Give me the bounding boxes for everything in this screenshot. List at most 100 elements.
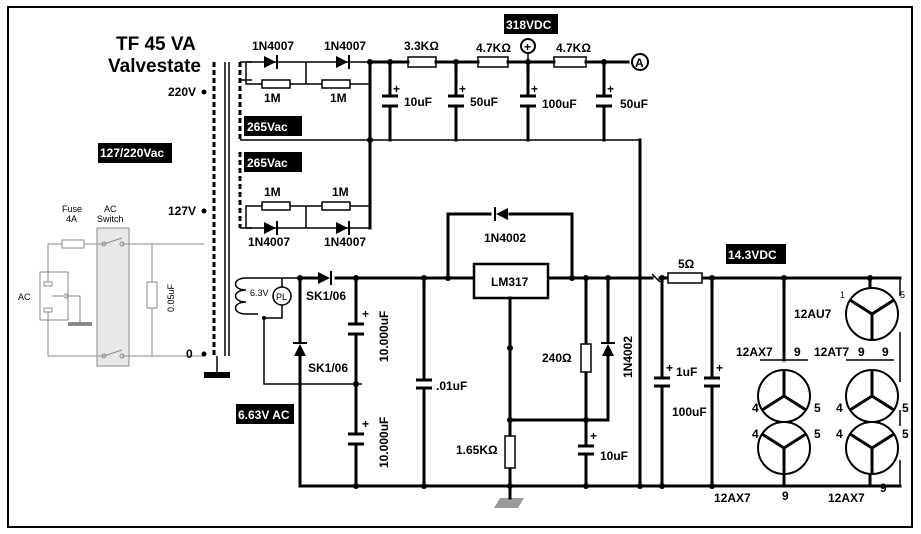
diode-d2 bbox=[336, 56, 348, 68]
resistor-1-65k bbox=[504, 435, 516, 469]
v663-badge bbox=[236, 404, 294, 424]
resistor-5-ohm bbox=[667, 272, 703, 284]
resistor-r1 bbox=[261, 79, 291, 89]
r5-label: 5Ω bbox=[678, 257, 695, 271]
hv-section: 1N4007 1N4007 1M 1M 1N4007 1N4007 1M 1M … bbox=[240, 14, 649, 488]
pin-label: 5 bbox=[902, 427, 909, 441]
pin-label: 4 bbox=[836, 401, 843, 415]
d3-label: 1N4007 bbox=[248, 235, 290, 249]
v318-badge bbox=[504, 14, 558, 34]
c-adj-plus: + bbox=[590, 429, 597, 443]
lv-c3-label: .01uF bbox=[436, 379, 467, 393]
tube-12au7 bbox=[845, 287, 899, 341]
pin-label: 4 bbox=[752, 401, 759, 415]
r1-label: 1M bbox=[264, 91, 281, 105]
v318-plus: + bbox=[524, 40, 531, 54]
v265b-label: 265Vac bbox=[247, 156, 288, 170]
v143-label: 14.3VDC bbox=[728, 248, 777, 262]
ground-symbol bbox=[68, 322, 92, 326]
r-adj-label: 240Ω bbox=[542, 351, 572, 365]
c-adj-label: 10uF bbox=[600, 449, 628, 463]
sk1-label: SK1/06 bbox=[306, 289, 346, 303]
tube1-label: 12AU7 bbox=[794, 307, 832, 321]
diode-d3 bbox=[264, 222, 276, 234]
c3-plus: + bbox=[531, 82, 538, 96]
c-out1-label: 1uF bbox=[676, 365, 697, 379]
pin-label: 5 bbox=[900, 290, 905, 300]
tube-12at7 bbox=[845, 369, 899, 423]
lv-section: 6.3V PL SK1/06 SK1/06 6.63V AC + + 10.00… bbox=[234, 207, 902, 508]
resistor-r3 bbox=[261, 201, 291, 211]
title-line1: TF 45 VA bbox=[116, 34, 196, 55]
diode-d4 bbox=[336, 222, 348, 234]
sk2-label: SK1/06 bbox=[308, 361, 348, 375]
mains-input-section: AC Fuse 4A AC Switch 0.05uF bbox=[18, 204, 204, 367]
lv-c2-label: 10.000uF bbox=[377, 417, 391, 468]
diode-d1 bbox=[264, 56, 276, 68]
r4-label: 1M bbox=[332, 185, 349, 199]
c-out1-plus: + bbox=[666, 361, 673, 375]
c2-plus: + bbox=[459, 82, 466, 96]
tube4-label: 12AX7 bbox=[714, 491, 751, 505]
lv-ground-symbol bbox=[494, 498, 524, 508]
r-set-label: 1.65KΩ bbox=[456, 443, 498, 457]
lm317-regulator bbox=[472, 262, 550, 300]
mains-cap bbox=[146, 281, 158, 309]
v143-badge bbox=[726, 244, 786, 264]
v127-220-badge bbox=[98, 143, 172, 163]
tube-12ax7-b bbox=[757, 421, 811, 475]
diode-side-1n4002 bbox=[602, 344, 614, 356]
output-a-node bbox=[631, 53, 649, 71]
c-out2-label: 100uF bbox=[672, 405, 707, 419]
pin-label: 5 bbox=[814, 401, 821, 415]
pin-label: 4 bbox=[752, 427, 759, 441]
resistor-rs3 bbox=[553, 56, 587, 68]
c4-plus: + bbox=[607, 82, 614, 96]
d1-label: 1N4007 bbox=[252, 39, 294, 53]
resistor-rs2 bbox=[477, 56, 509, 68]
rs3-label: 4.7KΩ bbox=[556, 41, 591, 55]
resistor-r4 bbox=[321, 201, 351, 211]
transformer: 220V 127V 0 bbox=[168, 62, 242, 378]
lv-c2-plus: + bbox=[362, 417, 369, 431]
tube-12ax7-c bbox=[845, 421, 899, 475]
resistor-r2 bbox=[321, 79, 351, 89]
c1-label: 10uF bbox=[404, 95, 432, 109]
d-side-label: 1N4002 bbox=[621, 336, 635, 378]
c1-plus: + bbox=[393, 82, 400, 96]
title-line2: Valvestate bbox=[108, 56, 201, 77]
pin-label: 9 bbox=[782, 489, 789, 503]
resistor-rs1 bbox=[407, 56, 437, 68]
r3-label: 1M bbox=[264, 185, 281, 199]
v663-label: 6.63V AC bbox=[238, 408, 290, 422]
d-top-label: 1N4002 bbox=[484, 231, 526, 245]
pin-label: 9 bbox=[794, 345, 801, 359]
tube-heaters: 12AU7 12AX7 12AT7 12AX7 12AX7 1 5 9 9 9 … bbox=[714, 275, 909, 505]
tube3-label: 12AT7 bbox=[814, 345, 849, 359]
c3-label: 100uF bbox=[542, 97, 577, 111]
pin-label: 4 bbox=[836, 427, 843, 441]
rs1-label: 3.3KΩ bbox=[404, 39, 439, 53]
pin-label: 9 bbox=[858, 345, 865, 359]
fuse-rating: 4A bbox=[66, 214, 77, 224]
ac-switch bbox=[96, 227, 130, 367]
rs2-label: 4.7KΩ bbox=[476, 41, 511, 55]
r2-label: 1M bbox=[330, 91, 347, 105]
v265b-badge bbox=[244, 152, 302, 172]
mains-cap-label: 0.05uF bbox=[166, 283, 176, 312]
v127-220-label: 127/220Vac bbox=[100, 146, 164, 160]
tap-220v: 220V bbox=[168, 85, 196, 99]
v265a-badge bbox=[244, 116, 302, 136]
tap-63v: 6.3V bbox=[250, 288, 269, 298]
fuse-label: Fuse bbox=[62, 204, 82, 214]
d2-label: 1N4007 bbox=[324, 39, 366, 53]
tap-127v: 127V bbox=[168, 204, 196, 218]
tube2-label: 12AX7 bbox=[736, 345, 773, 359]
c4-label: 50uF bbox=[620, 97, 648, 111]
ac-switch-label-1: AC bbox=[104, 204, 117, 214]
transformer-base bbox=[204, 372, 230, 378]
ac-switch-label-2: Switch bbox=[97, 214, 124, 224]
tube-12ax7-a bbox=[757, 369, 811, 423]
ac-in-label: AC bbox=[18, 292, 31, 302]
